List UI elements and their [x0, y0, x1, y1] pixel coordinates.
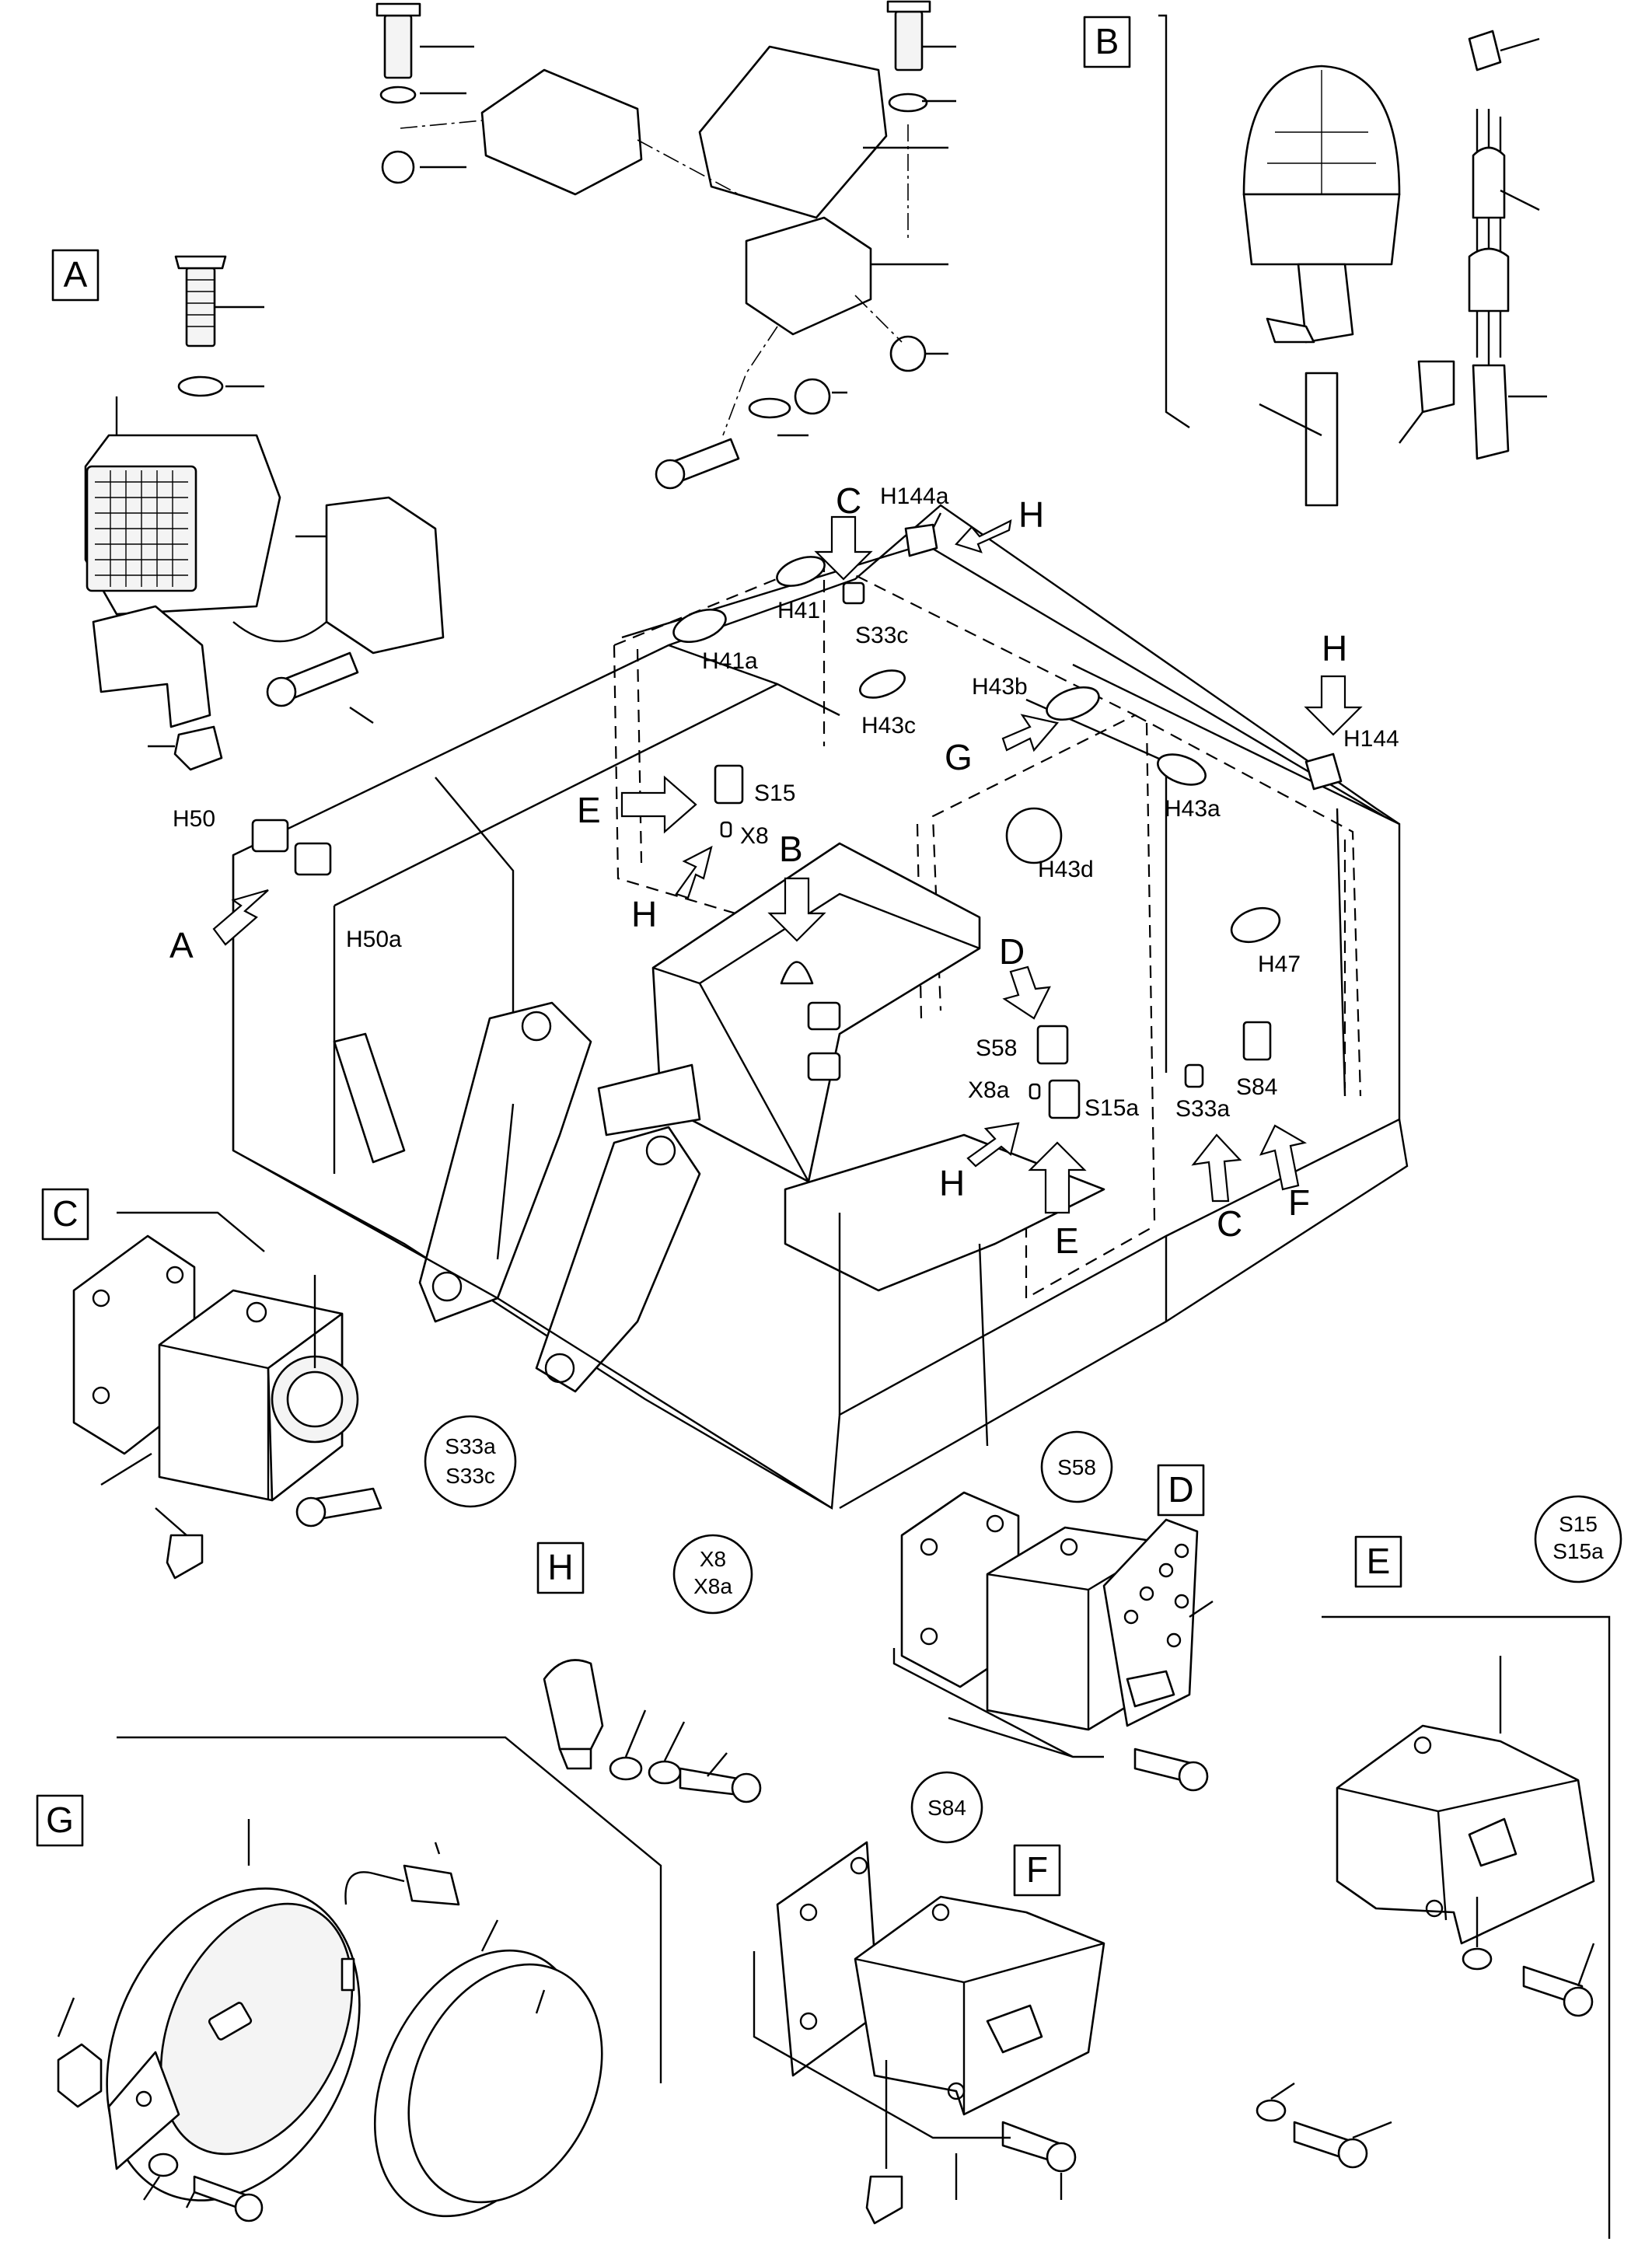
label-box-d: D — [1168, 1469, 1193, 1510]
detail-c — [72, 1211, 382, 1580]
arrow-e-left — [620, 775, 697, 834]
detail-f — [753, 1841, 1105, 2225]
part-label-s15: S15 — [754, 780, 795, 806]
label-box-c: C — [52, 1193, 78, 1234]
arrow-label-e-bottom: E — [1055, 1220, 1079, 1261]
detail-b — [1158, 14, 1547, 507]
part-label-s84: S84 — [1236, 1074, 1277, 1100]
arrow-label-g: G — [945, 737, 973, 777]
part-label-s33c: S33c — [855, 623, 908, 648]
detail-g — [57, 1736, 662, 2222]
callout-arrows — [212, 515, 1363, 1214]
label-box-b-top: B — [1095, 21, 1119, 61]
label-box-h: H — [547, 1547, 573, 1587]
part-label-x8: X8 — [740, 823, 769, 849]
callout-labels: A B C C D E E F G H H H H H50 H50a H144a… — [169, 480, 1399, 1261]
arrow-e-bottom — [1028, 1141, 1087, 1214]
arrow-h-left — [675, 845, 713, 899]
part-label-s58: S58 — [976, 1035, 1017, 1061]
detail-letter-boxes: A B C D E F G H — [36, 16, 1402, 1897]
top-center-assembly — [375, 0, 956, 490]
part-label-h47: H47 — [1258, 951, 1301, 977]
part-label-h50a: H50a — [346, 927, 402, 952]
part-label-x8a: X8a — [968, 1077, 1010, 1103]
arrow-label-h-top: H — [1018, 494, 1044, 535]
arrow-c-top — [814, 515, 873, 581]
circle-s33-line1: S33a — [445, 1434, 496, 1458]
arrow-label-d: D — [999, 931, 1025, 972]
arrow-b — [767, 877, 826, 942]
circle-s84: S84 — [927, 1796, 966, 1820]
reference-circles: S33a S33c S58 X8 X8a S15 S15a S84 — [424, 1415, 1622, 1844]
circle-s15-line2: S15a — [1552, 1539, 1604, 1563]
part-label-h144a: H144a — [880, 484, 949, 509]
arrow-f — [1259, 1124, 1307, 1191]
arrow-g — [1001, 714, 1060, 752]
part-label-h144: H144 — [1343, 726, 1399, 752]
circle-s58: S58 — [1057, 1455, 1096, 1479]
circle-s15-line1: S15 — [1559, 1512, 1598, 1536]
circle-s33-line2: S33c — [445, 1464, 495, 1488]
label-box-g: G — [46, 1800, 74, 1840]
detail-d — [892, 1491, 1214, 1792]
arrow-label-h-bottom: H — [939, 1163, 965, 1203]
part-label-h50: H50 — [173, 806, 215, 832]
arrow-label-e-left: E — [577, 790, 601, 830]
part-label-h41: H41 — [777, 598, 820, 623]
arrow-d — [1002, 965, 1051, 1020]
part-label-s15a: S15a — [1084, 1095, 1139, 1121]
label-box-a-top: A — [64, 254, 88, 295]
detail-h — [543, 1659, 762, 1803]
part-label-h43b: H43b — [972, 674, 1028, 700]
label-box-e: E — [1367, 1541, 1391, 1581]
arrow-h-bottom — [966, 1122, 1020, 1168]
circle-x8-line2: X8a — [693, 1574, 732, 1598]
mounted-components — [251, 523, 1343, 1119]
arrow-label-h-right: H — [1322, 628, 1347, 669]
arrow-h-right — [1304, 675, 1363, 736]
part-label-h43d: H43d — [1038, 857, 1094, 882]
arrow-h-top — [955, 519, 1012, 553]
part-label-h43c: H43c — [861, 713, 916, 738]
part-label-h43a: H43a — [1165, 796, 1221, 822]
detail-e — [1256, 1615, 1611, 2239]
arrow-label-a: A — [169, 925, 194, 965]
arrow-label-c-top: C — [836, 480, 861, 521]
arrow-label-f: F — [1288, 1182, 1310, 1223]
circle-x8-line1: X8 — [700, 1547, 726, 1571]
arrow-label-c-bottom: C — [1217, 1203, 1242, 1244]
part-label-s33a: S33a — [1175, 1096, 1230, 1122]
arrow-c-bottom — [1191, 1133, 1242, 1203]
arrow-label-h-left: H — [631, 894, 657, 934]
part-label-h41a: H41a — [702, 648, 758, 674]
arrow-label-b: B — [779, 829, 803, 869]
detail-a — [84, 255, 445, 771]
label-box-f: F — [1026, 1849, 1048, 1890]
arrow-a — [212, 889, 269, 946]
